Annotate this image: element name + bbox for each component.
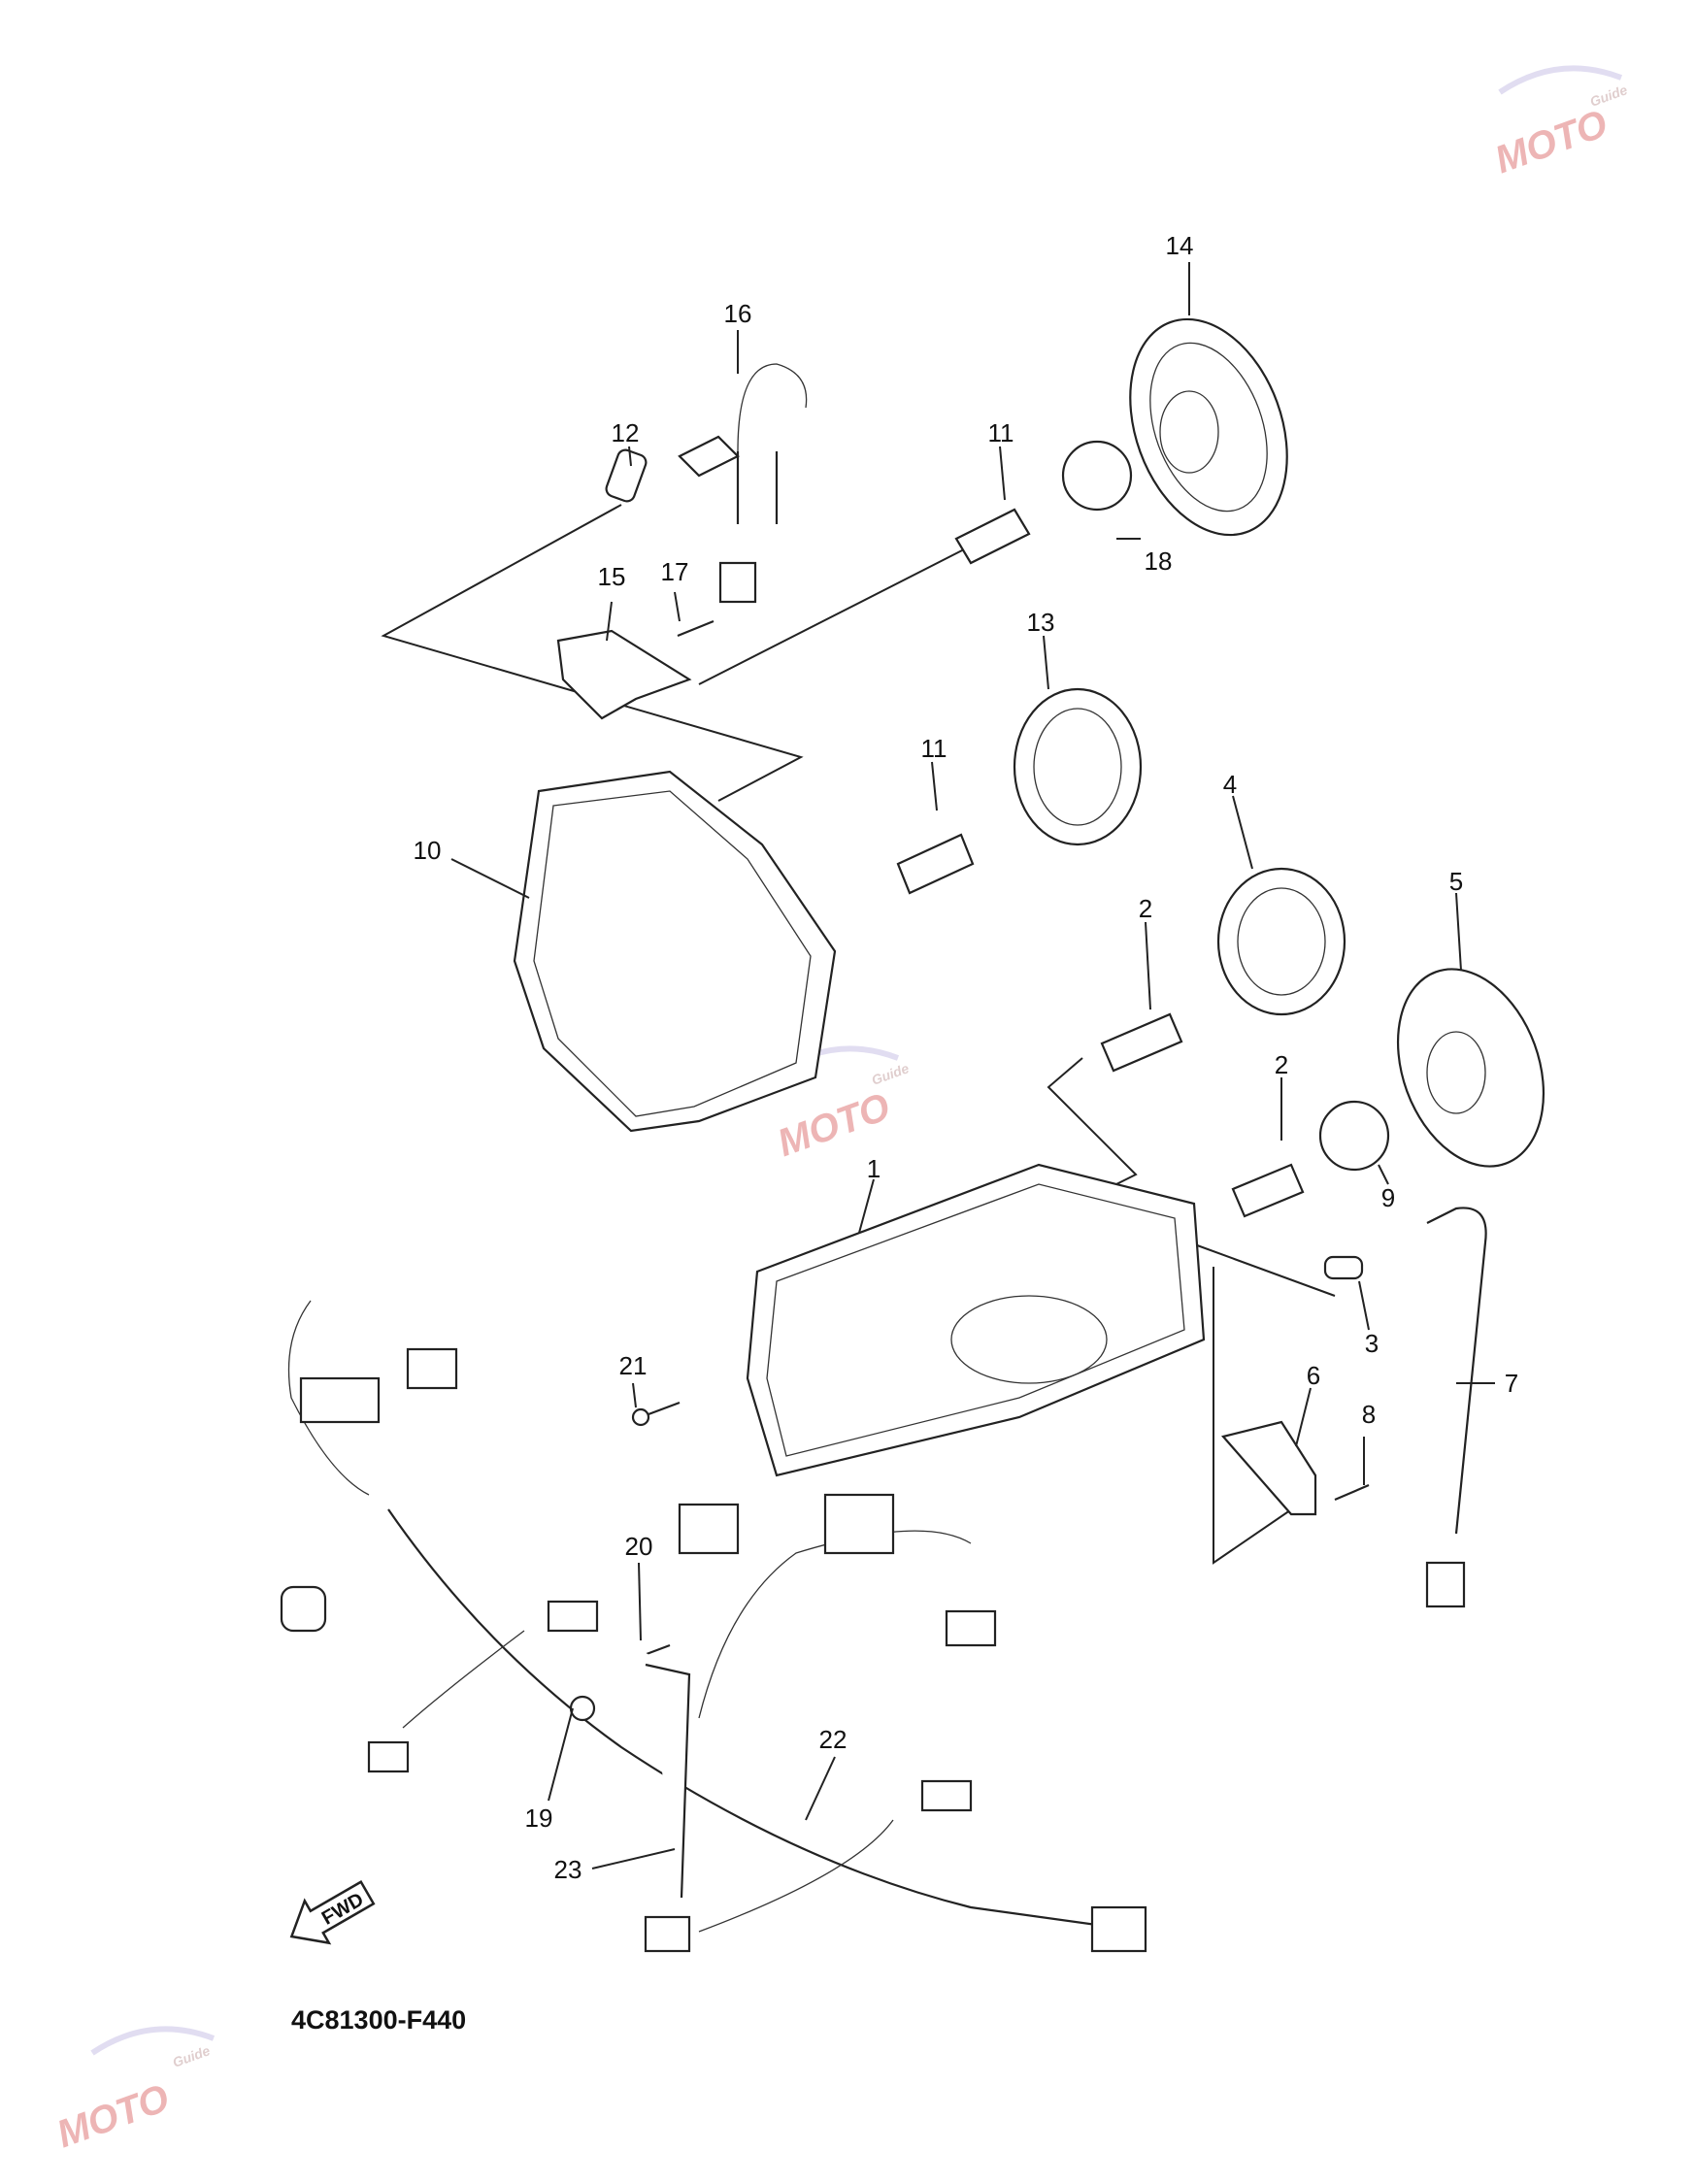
callouts: 1 2 2 3 4 5 6 7 8 9 10 11 11 12 13 14 15… [414,231,1519,1884]
callout-2-lower: 2 [1275,1050,1288,1079]
part-3-bulb [1323,1255,1364,1280]
part-22-wire-harness [280,1300,1147,1953]
callout-11-lower: 11 [921,734,947,763]
svg-text:Guide: Guide [1588,82,1630,110]
callout-1: 1 [867,1154,881,1183]
part-9-socket [1318,1100,1390,1172]
diagram-code: 4C81300-F440 [291,2005,466,2035]
watermark-top-right: MOTO Guide [1489,65,1630,182]
svg-text:MOTO: MOTO [1489,102,1612,182]
part-11-bulb-lower [896,833,975,895]
watermark-bottom-left: MOTO Guide [51,2026,216,2156]
callout-2-upper: 2 [1139,894,1152,923]
callout-13: 13 [1027,608,1055,637]
callout-18: 18 [1145,546,1173,576]
part-11-bulb-upper [954,508,1031,565]
part-13-bulb-ring [1013,687,1143,846]
callout-10: 10 [414,836,442,865]
part-21-screw [631,1401,681,1427]
leader-lines [450,262,1495,1870]
part-12-bulb [605,448,648,503]
fwd-arrow-icon: FWD [289,1880,376,1945]
part-4-bulb-ring [1216,867,1346,1016]
svg-text:MOTO: MOTO [772,1085,895,1165]
callout-15: 15 [598,562,626,591]
part-8-screw [1334,1483,1370,1502]
callout-22: 22 [819,1725,848,1754]
callout-7: 7 [1505,1369,1518,1398]
callout-23: 23 [554,1855,582,1884]
part-15-bracket [556,629,692,720]
callout-16: 16 [724,299,752,328]
callout-11-upper: 11 [988,418,1014,447]
part-1-headlight-right [746,1163,1206,1477]
part-18-socket-upper [1061,440,1133,512]
svg-text:Guide: Guide [870,1060,912,1088]
svg-text:Guide: Guide [171,2042,213,2070]
callout-4: 4 [1223,770,1237,799]
callout-5: 5 [1449,867,1463,896]
part-14-reflector-cover [1129,317,1288,537]
callout-17: 17 [661,557,689,586]
part-2-bulb-upper [1100,1012,1183,1073]
part-5-reflector-cover [1396,968,1545,1168]
callout-21: 21 [619,1351,648,1380]
svg-text:MOTO: MOTO [51,2076,175,2156]
part-19-clamp [569,1695,596,1722]
part-16-wire-lead [678,363,808,604]
callout-3: 3 [1365,1329,1379,1358]
callout-19: 19 [525,1803,553,1833]
callout-12: 12 [612,418,640,447]
callout-14: 14 [1166,231,1194,260]
part-23-ground-lead [645,1663,691,1899]
callout-20: 20 [625,1532,653,1561]
callout-9: 9 [1381,1183,1395,1212]
callout-8: 8 [1362,1400,1376,1429]
part-10-headlight-left [513,770,837,1133]
part-6-bracket [1220,1420,1317,1516]
part-7-wire-lead [1425,1207,1487,1608]
part-2-bulb-lower [1231,1163,1305,1218]
part-17-screw [677,619,715,638]
callout-6: 6 [1307,1361,1320,1390]
